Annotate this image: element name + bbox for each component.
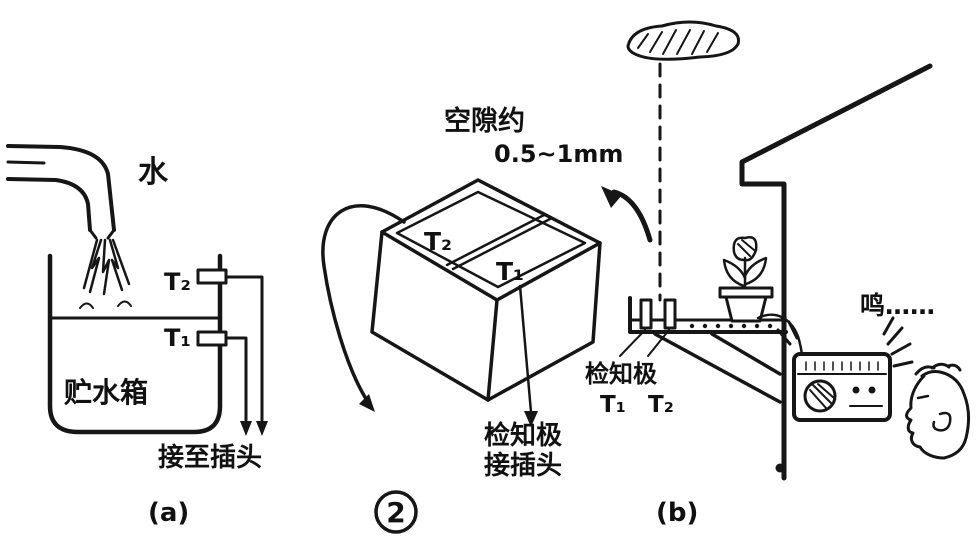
- bead: [728, 323, 734, 329]
- wire-t2: [224, 275, 264, 422]
- cloud-hatch: [637, 29, 719, 55]
- bead: [689, 323, 695, 329]
- tray-bottom: [628, 296, 788, 334]
- eye: [916, 394, 930, 400]
- face-profile: [905, 374, 946, 460]
- splash-marks: [79, 300, 132, 309]
- water-pipe-opening: [6, 160, 46, 165]
- bead: [767, 323, 773, 329]
- leader-line: [518, 284, 533, 414]
- gap-label-line2: 0.5~1mm: [494, 140, 623, 168]
- spray-line: [101, 238, 111, 296]
- listener-head: [905, 362, 971, 460]
- gap-label-line1: 空隙约: [444, 105, 525, 137]
- wire-loop: [321, 204, 406, 404]
- bold-arrow-curve: [611, 189, 653, 243]
- detector-label-line2: 接插头: [484, 451, 562, 481]
- speaker-circle: [803, 379, 837, 413]
- panel-a-label: (a): [148, 498, 189, 528]
- arrowhead-down: [240, 421, 252, 436]
- tank-outline: [47, 253, 223, 435]
- arrowhead-leader: [524, 411, 538, 427]
- water-label: 水: [138, 155, 169, 190]
- t1-label: T₁: [164, 324, 191, 352]
- figure-number-circle: [374, 490, 418, 534]
- pot-body: [724, 295, 768, 323]
- arrowhead-loop: [359, 394, 375, 412]
- panel-b: 检知极 T₁ T₂ 鸣…… (b): [585, 20, 971, 528]
- buzzer-box: [792, 352, 892, 422]
- buzzer-dial-ticks: [805, 361, 879, 371]
- plate-gap: [445, 213, 552, 271]
- probe-t1: [639, 298, 653, 330]
- arrowhead-down: [256, 421, 268, 436]
- arrowhead-bold: [601, 186, 622, 208]
- spray-line: [88, 238, 103, 294]
- water-pipe-inner: [6, 177, 92, 232]
- detector-label-line1: 检知极: [484, 420, 563, 451]
- probe-t2: [663, 298, 677, 330]
- cloud-outline: [626, 20, 741, 61]
- box-right-face: [486, 241, 602, 402]
- wall-dot: [775, 463, 785, 473]
- bead: [715, 323, 721, 329]
- spray-line: [111, 238, 131, 286]
- box-left-face: [370, 230, 499, 402]
- box-top-inner: [395, 190, 587, 289]
- tray-struts: [653, 332, 782, 404]
- plant-leaves: [722, 256, 768, 288]
- panel-b-t2-label: T₂: [648, 392, 674, 418]
- roof-and-wall: [739, 63, 933, 481]
- panel-b-electrode-label: 检知极: [585, 360, 657, 388]
- panel-b-t1-label: T₁: [600, 392, 626, 418]
- water-pipe-outer: [6, 144, 116, 232]
- probe-leaders: [619, 329, 670, 357]
- electrode-t1: [196, 330, 228, 347]
- water-beads: [689, 323, 773, 329]
- spray-line: [82, 238, 99, 290]
- tank-label: 贮水箱: [64, 376, 148, 409]
- sound-label: 鸣……: [860, 291, 935, 320]
- panel-b-label: (b): [656, 498, 698, 528]
- ear: [932, 411, 952, 432]
- pipe-nozzle: [88, 228, 116, 240]
- flower-head: [732, 236, 758, 262]
- bead: [702, 323, 708, 329]
- water-spray: [79, 238, 132, 309]
- buzzer-knob: [868, 386, 876, 394]
- bead: [741, 323, 747, 329]
- wire-t1: [224, 336, 248, 422]
- flower-hatch: [737, 239, 755, 257]
- hair-strokes: [914, 362, 962, 376]
- spray-line: [108, 238, 124, 292]
- detector-block: 空隙约 0.5~1mm T₂ T₁ 检知极 接插头 2: [321, 105, 653, 534]
- buzzer-knob: [852, 386, 860, 394]
- figure-number: 2: [386, 496, 405, 529]
- speaker-hatch: [809, 383, 835, 409]
- head-back: [920, 370, 971, 460]
- plug-label: 接至插头: [158, 443, 262, 473]
- panel-a: 水 T₂ T₁ 贮水箱 接至插头 (a): [6, 144, 268, 528]
- t2-label: T₂: [164, 268, 191, 296]
- plate-t2-label: T₂: [424, 227, 452, 256]
- plate-t1-label: T₁: [496, 257, 524, 286]
- electrode-t2: [196, 268, 228, 285]
- bead: [754, 323, 760, 329]
- sound-burst: [776, 316, 914, 368]
